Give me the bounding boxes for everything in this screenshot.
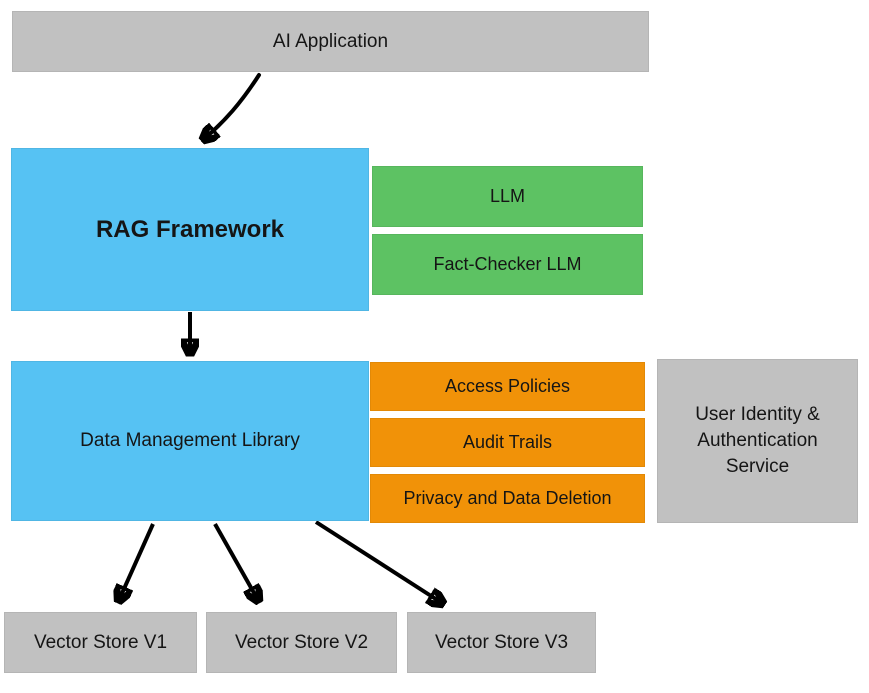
node-fact-checker-llm: Fact-Checker LLM <box>372 234 643 295</box>
node-user-identity-authentication-service: User Identity & Authentication Service <box>657 359 858 523</box>
node-ai-application-label: AI Application <box>272 30 389 52</box>
node-data-management-library: Data Management Library <box>11 361 369 521</box>
node-vector-store-v1: Vector Store V1 <box>4 612 197 673</box>
node-rag-framework-label: RAG Framework <box>95 215 285 243</box>
edge-dml-to-vs2-arrow <box>213 523 258 600</box>
node-llm: LLM <box>372 166 643 227</box>
edge-dml-to-vs3-arrow <box>314 520 442 603</box>
node-vector-store-v1-label: Vector Store V1 <box>33 631 168 653</box>
node-vector-store-v2: Vector Store V2 <box>206 612 397 673</box>
node-vector-store-v3-label: Vector Store V3 <box>434 631 569 653</box>
edge-dml-to-vs1-arrow <box>119 523 155 600</box>
node-user-identity-authentication-service-label: User Identity & Authentication Service <box>695 403 820 478</box>
node-audit-trails: Audit Trails <box>370 418 645 467</box>
node-rag-framework: RAG Framework <box>11 148 369 311</box>
node-ai-application: AI Application <box>12 11 649 72</box>
node-llm-label: LLM <box>489 186 525 206</box>
edge-ai-to-rag-arrow <box>204 73 261 139</box>
node-vector-store-v3: Vector Store V3 <box>407 612 596 673</box>
node-privacy-and-data-deletion-label: Privacy and Data Deletion <box>403 488 612 508</box>
node-fact-checker-llm-label: Fact-Checker LLM <box>433 254 582 274</box>
node-privacy-and-data-deletion: Privacy and Data Deletion <box>370 474 645 523</box>
node-vector-store-v2-label: Vector Store V2 <box>234 631 369 653</box>
node-data-management-library-label: Data Management Library <box>80 430 300 451</box>
node-audit-trails-label: Audit Trails <box>462 432 553 452</box>
node-access-policies-label: Access Policies <box>444 376 571 396</box>
node-access-policies: Access Policies <box>370 362 645 411</box>
